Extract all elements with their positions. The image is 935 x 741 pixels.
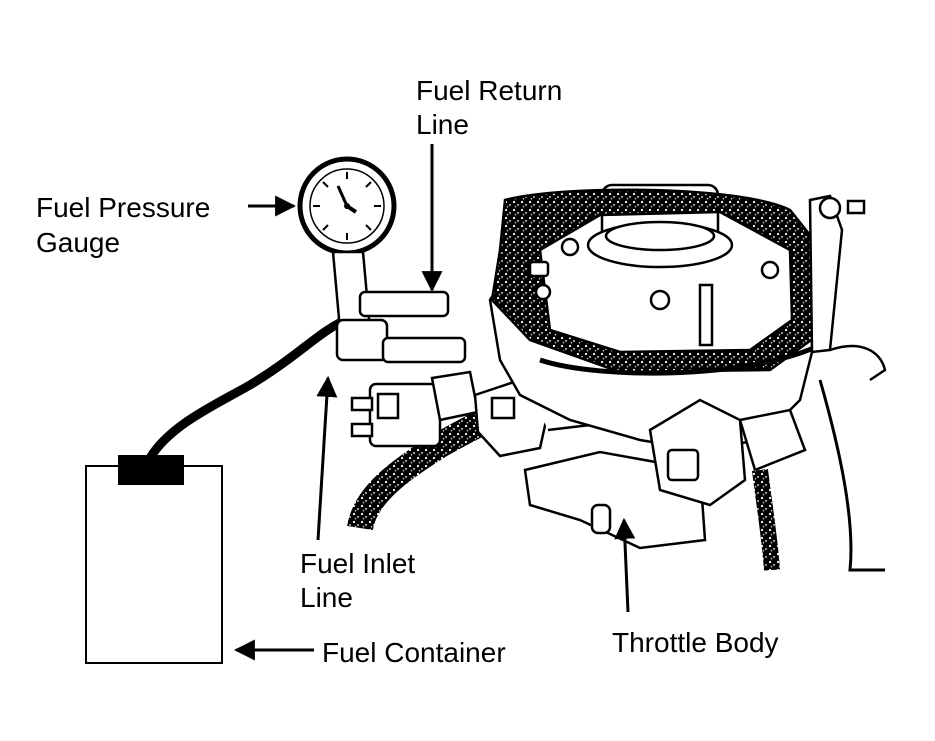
leader-lines: [233, 144, 636, 661]
connector-left: [350, 370, 480, 448]
inlet-line-arrow: [316, 375, 338, 541]
throttle-body-arrow: [614, 517, 636, 613]
fuel-pressure-gauge: [297, 156, 467, 364]
label-fuel-return-line-1: Fuel Return: [416, 75, 562, 106]
label-fuel-return-line-2: Line: [416, 109, 469, 140]
label-throttle-body: Throttle Body: [612, 627, 779, 658]
throttle-body: [488, 183, 887, 572]
fuel-container: [85, 455, 223, 664]
label-fuel-inlet-line-1: Fuel Inlet: [300, 548, 415, 579]
label-fuel-pressure-gauge-1: Fuel Pressure: [36, 192, 210, 223]
label-fuel-container: Fuel Container: [322, 637, 506, 668]
gauge-needle: [336, 185, 349, 207]
lower-vacuum-hose: [752, 469, 780, 571]
label-fuel-inlet-line-2: Line: [300, 582, 353, 613]
label-fuel-pressure-gauge-2: Gauge: [36, 227, 120, 258]
